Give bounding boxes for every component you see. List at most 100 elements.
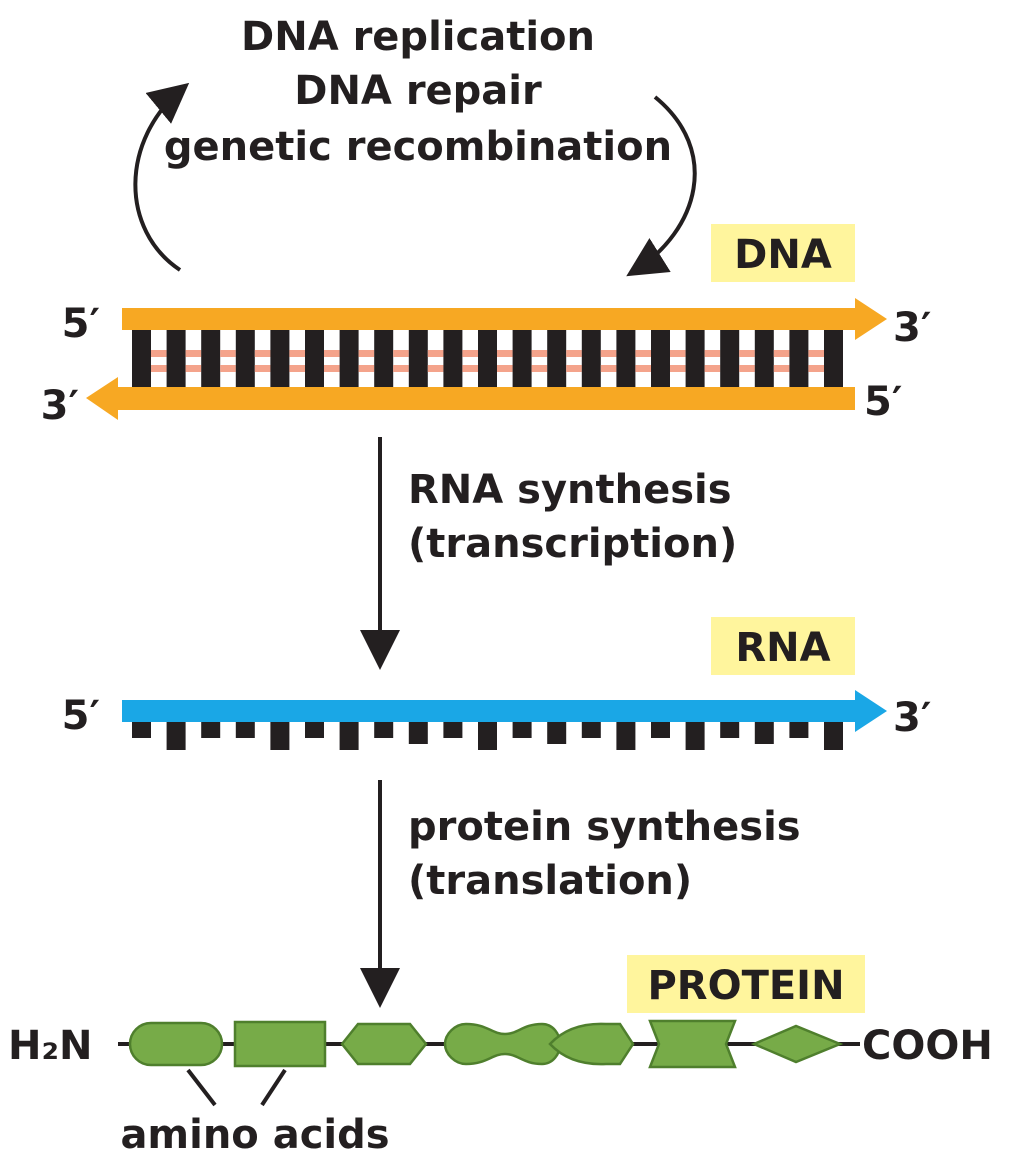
dna-base-pair	[789, 330, 809, 387]
amino-acid-residues	[128, 1019, 844, 1069]
base-pair-link	[531, 365, 548, 372]
base-pair-link	[324, 350, 340, 357]
amino-acids-label: amino acids	[120, 1112, 389, 1158]
protein-label-highlight	[627, 955, 865, 1013]
rna-base	[720, 722, 740, 738]
base-pair-link	[462, 365, 478, 372]
dna-base-pair	[166, 330, 186, 387]
rna-base	[305, 722, 324, 738]
rna-base	[685, 722, 705, 750]
dna-base-pair	[616, 330, 636, 387]
process-label-genetic-recombination: genetic recombination	[164, 124, 672, 170]
base-pair-link	[670, 350, 686, 357]
base-pair-link	[289, 365, 305, 372]
base-pair-link	[670, 365, 686, 372]
dna-base-pair	[824, 330, 843, 387]
dna-base-pair	[720, 330, 740, 387]
base-pair-link	[600, 350, 617, 357]
dna-base-pair	[339, 330, 359, 387]
base-pair-link	[808, 365, 824, 372]
base-pair-link	[358, 350, 375, 357]
amino-acid-diamond	[750, 1024, 844, 1064]
amino-acid-hexagon	[340, 1022, 428, 1066]
base-pair-link	[531, 350, 548, 357]
dna-base-pair	[443, 330, 463, 387]
amino-acid-pill	[128, 1021, 224, 1067]
rna-label-highlight	[711, 617, 855, 675]
dna-label: DNA	[734, 232, 832, 278]
translation-label-line1: protein synthesis	[408, 804, 801, 850]
base-pair-link	[635, 350, 651, 357]
dna-base-pair	[374, 330, 394, 387]
rna-base	[374, 722, 394, 738]
dna-base-pair	[201, 330, 221, 387]
base-pair-link	[393, 365, 409, 372]
base-pair-link	[497, 350, 513, 357]
process-label-dna-repair: DNA repair	[294, 68, 542, 114]
rna-label: RNA	[735, 625, 830, 671]
rna-base	[581, 722, 601, 738]
dna-base-pair	[235, 330, 255, 387]
rna-base	[651, 722, 670, 738]
base-pair-link	[427, 365, 444, 372]
base-pair-link	[739, 365, 755, 372]
rna-base	[789, 722, 809, 738]
rna-base	[616, 722, 636, 750]
dna-bottom-3-prime: 3′	[41, 383, 79, 429]
rna-3-prime: 3′	[893, 695, 931, 741]
rna-strand	[122, 690, 887, 732]
rna-base	[166, 722, 186, 750]
rna-bases	[132, 722, 843, 750]
base-pair-link	[462, 350, 478, 357]
rna-base	[443, 722, 463, 738]
base-pair-link	[773, 365, 790, 372]
rna-base	[132, 722, 151, 738]
base-pair-link	[151, 350, 167, 357]
process-label-dna-replication: DNA replication	[241, 14, 595, 60]
base-pair-link	[427, 350, 444, 357]
dna-base-pair	[754, 330, 774, 387]
rna-5-prime: 5′	[62, 693, 100, 739]
dna-bottom-strand	[86, 377, 855, 420]
right-curved-arrow	[626, 95, 697, 277]
dna-base-pair	[478, 330, 497, 387]
base-pair-link	[185, 350, 202, 357]
base-pair-link	[600, 365, 617, 372]
rna-base	[235, 722, 255, 738]
dna-bottom-5-prime: 5′	[864, 379, 902, 425]
rna-base	[512, 722, 532, 738]
base-pair-link	[220, 350, 236, 357]
base-pair-link	[151, 365, 167, 372]
base-pair-link	[635, 365, 651, 372]
dna-base-pair	[408, 330, 428, 387]
base-pair-link	[289, 350, 305, 357]
amino-acid-dumbbell	[443, 1022, 562, 1066]
base-pair-link	[773, 350, 790, 357]
amino-acids-pointer-right	[260, 1068, 287, 1107]
transcription-label-line1: RNA synthesis	[408, 467, 732, 513]
translation-label-line2: (translation)	[408, 858, 692, 904]
dna-top-3-prime: 3′	[893, 305, 931, 351]
base-pair-link	[324, 365, 340, 372]
base-pair-link	[566, 350, 582, 357]
base-pair-link	[704, 350, 721, 357]
dna-base-pairs	[132, 330, 843, 387]
rna-base	[754, 722, 774, 744]
rna-base	[824, 722, 843, 750]
dna-base-pair	[651, 330, 670, 387]
dna-label-highlight	[711, 224, 855, 282]
amino-acid-oval-point	[548, 1022, 635, 1066]
transcription-label-line2: (transcription)	[408, 521, 737, 567]
dna-base-pair	[132, 330, 151, 387]
dna-base-pair	[547, 330, 567, 387]
dna-top-5-prime: 5′	[62, 301, 100, 347]
base-pair-link	[393, 350, 409, 357]
amino-acids-pointer-left	[186, 1068, 217, 1107]
amino-acid-bowtie	[648, 1019, 737, 1069]
rna-base	[478, 722, 497, 750]
base-pair-link	[185, 365, 202, 372]
rna-base	[547, 722, 567, 744]
base-pair-link	[566, 365, 582, 372]
rna-base	[201, 722, 221, 738]
